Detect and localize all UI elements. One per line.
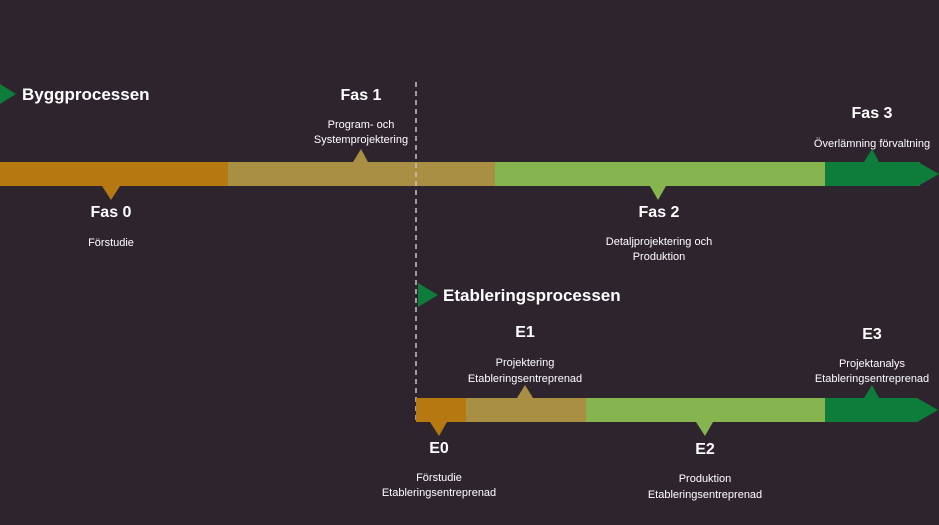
fas2-desc-line1: Detaljprojektering och bbox=[606, 236, 712, 248]
bygg-timeline bbox=[0, 162, 939, 186]
etablering-segment-e1 bbox=[466, 398, 586, 422]
fas1-desc-line1: Program- och bbox=[328, 119, 395, 131]
fas1-label: Fas 1 bbox=[341, 87, 382, 104]
fas2-label: Fas 2 bbox=[639, 204, 680, 221]
e0-desc-line1: Förstudie bbox=[416, 472, 462, 484]
fas3-pointer-icon bbox=[864, 149, 879, 162]
e3-label: E3 bbox=[862, 326, 882, 343]
bygg-segment-fas1 bbox=[228, 162, 495, 186]
e3-pointer-icon bbox=[864, 385, 879, 398]
etablering-timeline bbox=[416, 398, 938, 422]
bygg-segment-fas0 bbox=[0, 162, 228, 186]
fas0-desc-line1: Förstudie bbox=[88, 237, 134, 249]
fas0-label: Fas 0 bbox=[91, 204, 132, 221]
e2-desc-line2: Etableringsentreprenad bbox=[648, 489, 762, 501]
fas2-pointer-icon bbox=[650, 186, 666, 200]
bygg-arrowhead-icon bbox=[918, 162, 939, 186]
e3-desc-line1: Projektanalys bbox=[839, 358, 906, 370]
bygg-start-arrow-icon bbox=[0, 84, 16, 104]
fas1-desc-line2: Systemprojektering bbox=[314, 134, 408, 146]
etablering-arrowhead-icon bbox=[917, 398, 938, 422]
e1-desc-line2: Etableringsentreprenad bbox=[468, 373, 582, 385]
e2-desc-line1: Produktion bbox=[679, 473, 732, 485]
fas2-desc-line2: Produktion bbox=[633, 251, 686, 263]
e1-desc-line1: Projektering bbox=[496, 357, 555, 369]
e1-label: E1 bbox=[515, 324, 535, 341]
etablering-start-arrow-icon bbox=[418, 283, 438, 307]
fas3-label: Fas 3 bbox=[852, 105, 893, 122]
etablering-segment-e0 bbox=[416, 398, 466, 422]
bygg-segment-fas2 bbox=[495, 162, 825, 186]
e2-pointer-icon bbox=[696, 422, 713, 436]
bygg-segment-fas3 bbox=[825, 162, 920, 186]
fas1-pointer-icon bbox=[353, 149, 368, 162]
e1-pointer-icon bbox=[517, 385, 533, 398]
bygg-title: Byggprocessen bbox=[22, 85, 150, 104]
e3-desc-line2: Etableringsentreprenad bbox=[815, 373, 929, 385]
e0-desc-line2: Etableringsentreprenad bbox=[382, 487, 496, 499]
e2-label: E2 bbox=[695, 441, 715, 458]
etablering-segment-e3 bbox=[825, 398, 918, 422]
e0-pointer-icon bbox=[430, 422, 447, 436]
etablering-title: Etableringsprocessen bbox=[443, 286, 621, 305]
etablering-segment-e2 bbox=[586, 398, 825, 422]
e0-label: E0 bbox=[429, 440, 449, 457]
fas0-pointer-icon bbox=[102, 186, 120, 200]
fas3-desc-line1: Överlämning förvaltning bbox=[814, 138, 930, 150]
